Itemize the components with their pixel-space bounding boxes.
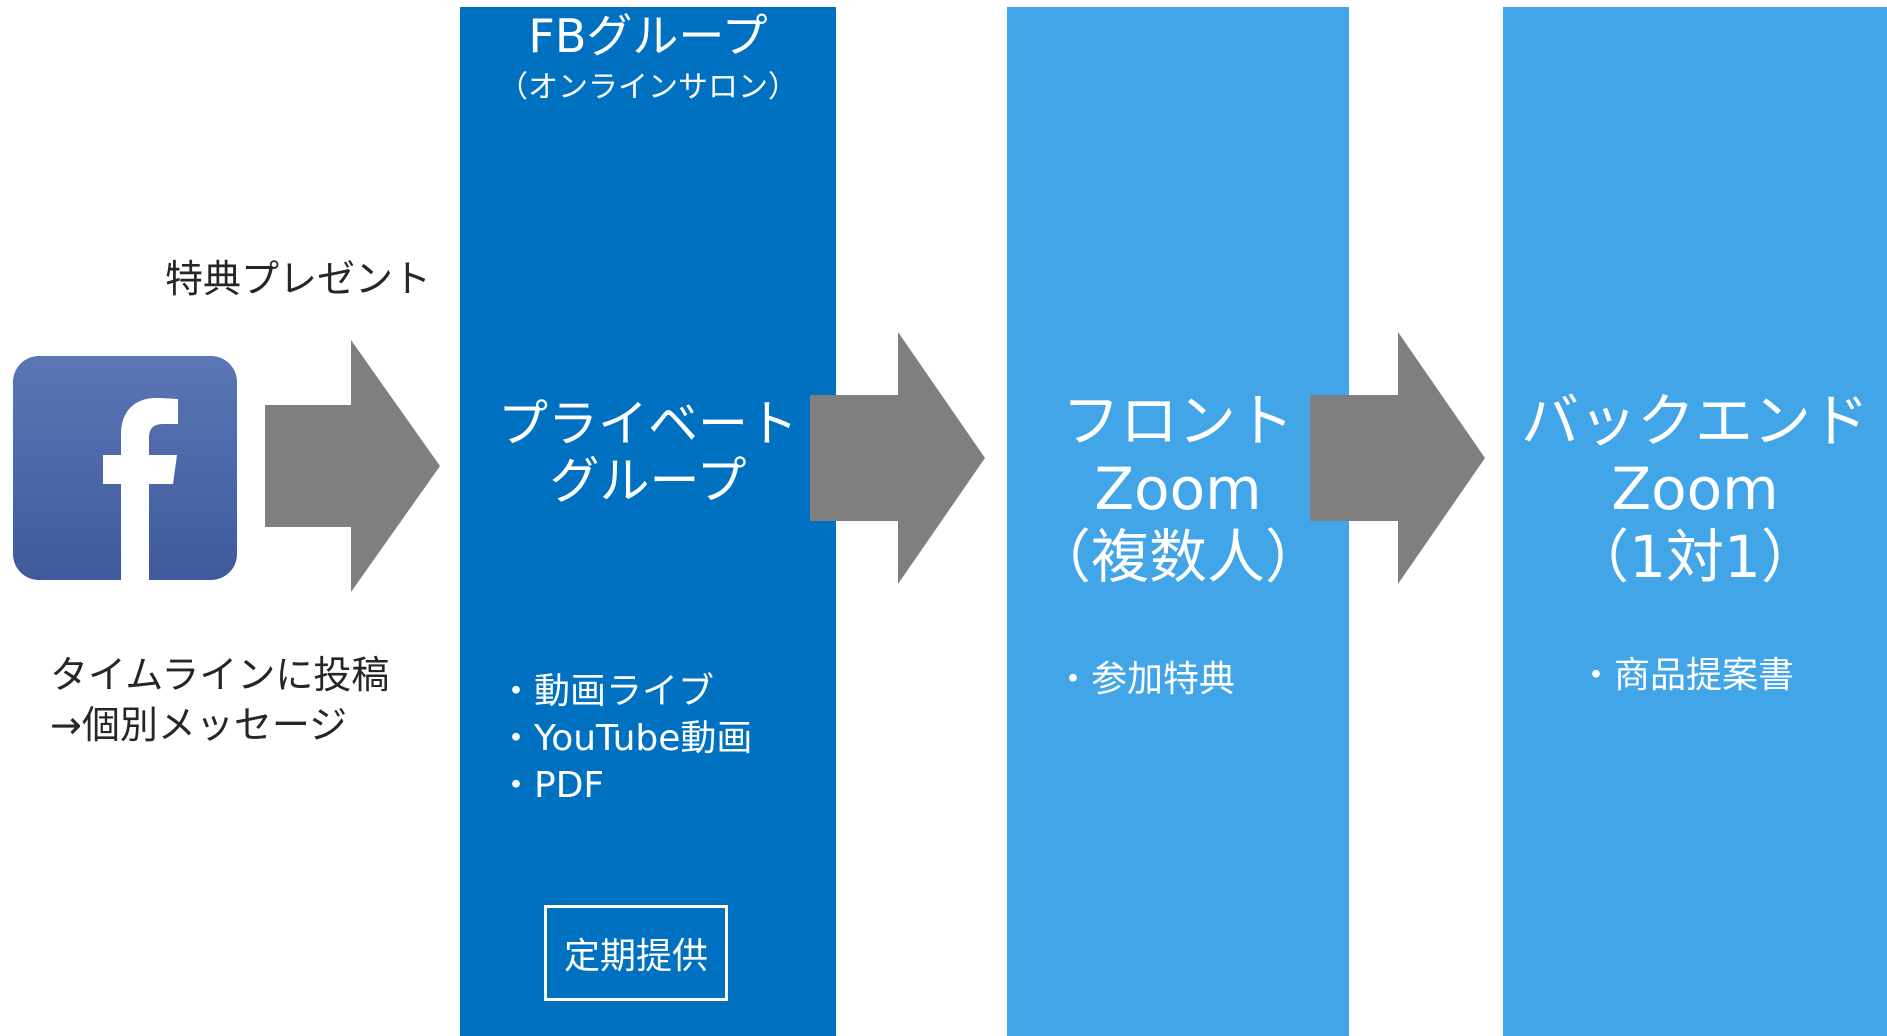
front-line-1: フロント [1061,387,1294,455]
periodic-box: 定期提供 [544,905,728,1001]
front-line-3: （複数人） [1032,523,1323,591]
back-line-3: （1対1） [1571,523,1819,591]
periodic-label: 定期提供 [563,936,708,977]
front-zoom-column [1007,7,1349,1036]
arrow-2 [810,332,985,584]
timeline-line-1: タイムラインに投稿 [50,653,390,697]
fb-group-subtitle: （オンラインサロン） [498,70,798,105]
backend-zoom-label: バックエンド Zoom （1対1） [1503,387,1887,591]
private-group-label: プライベート グループ [460,396,836,510]
back-line-1: バックエンド [1520,387,1869,455]
private-line-1: プライベート [498,395,798,453]
front-zoom-label: フロント Zoom （複数人） [1007,387,1349,591]
backend-bullet: ・商品提案書 [1578,655,1795,696]
front-bullet: ・参加特典 [1055,659,1236,700]
backend-zoom-column [1503,7,1887,1036]
bullet-item: ・YouTube動画 [498,718,753,759]
fb-group-bullets: ・動画ライブ ・YouTube動画 ・PDF [498,668,752,809]
back-line-2: Zoom [1611,455,1779,523]
front-line-2: Zoom [1094,455,1262,523]
fb-group-column [460,7,836,1036]
fb-group-title: FBグループ [528,9,768,63]
bullet-item: ・動画ライブ [498,671,715,712]
timeline-label: タイムラインに投稿 →個別メッセージ [50,650,389,750]
present-label: 特典プレゼント [165,257,432,301]
arrow-3 [1310,332,1485,584]
timeline-line-2: →個別メッセージ [50,703,348,747]
bullet-item: ・PDF [498,765,605,806]
arrow-1 [265,340,440,592]
facebook-icon [13,356,237,580]
private-line-2: グループ [549,452,747,510]
